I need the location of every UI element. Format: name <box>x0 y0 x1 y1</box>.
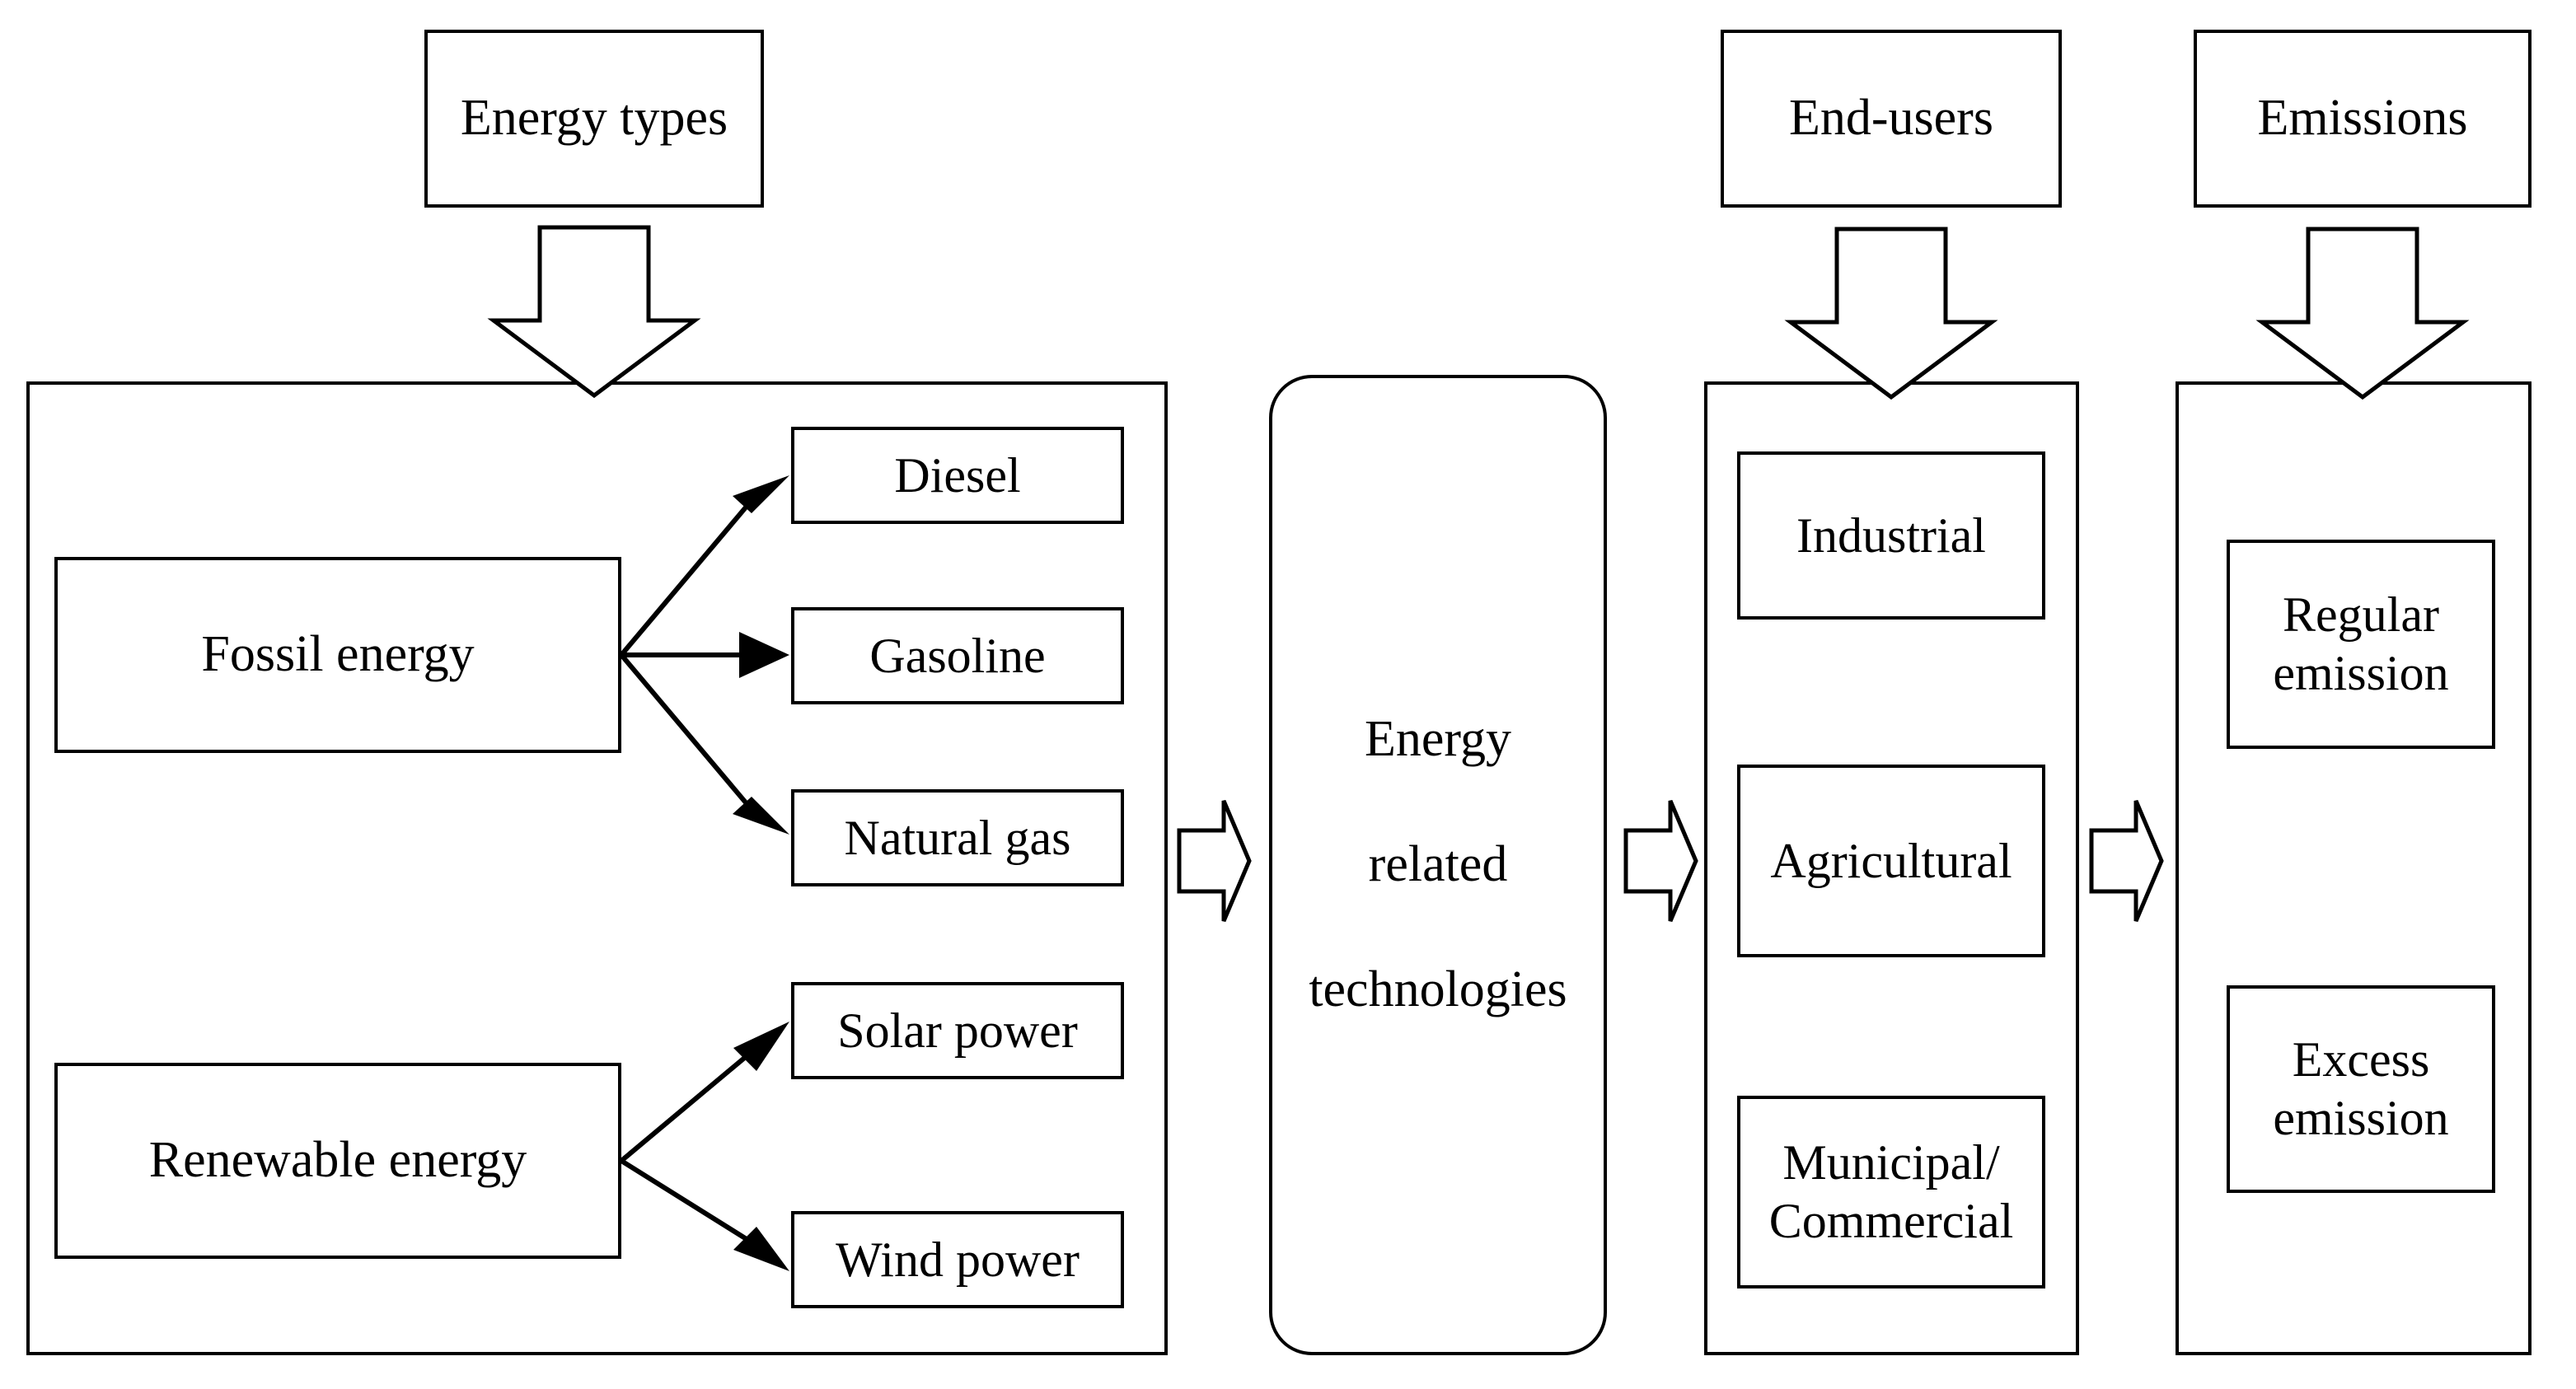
block-arrow-down-end-users-icon <box>1784 227 1998 400</box>
emissions-panel <box>2176 381 2532 1355</box>
end-user-agricultural-label: Agricultural <box>1770 833 2012 888</box>
solar-power-label: Solar power <box>837 1003 1078 1058</box>
end-user-agricultural-box: Agricultural <box>1737 765 2045 957</box>
diesel-box: Diesel <box>791 427 1124 524</box>
regular-emission-line-1: Regular <box>2283 587 2439 643</box>
excess-emission-line-1: Excess <box>2292 1032 2430 1087</box>
block-arrow-down-emissions-icon <box>2255 227 2470 400</box>
natural-gas-box: Natural gas <box>791 789 1124 886</box>
header-box-energy-types: Energy types <box>424 30 764 208</box>
block-arrow-down-energy-types-icon <box>487 225 701 399</box>
fossil-energy-box: Fossil energy <box>54 557 621 753</box>
excess-emission-line-2: emission <box>2273 1091 2449 1145</box>
regular-emission-box: Regular emission <box>2227 540 2495 749</box>
excess-emission-label: Excess emission <box>2273 1031 2448 1148</box>
renewable-energy-label: Renewable energy <box>148 1132 527 1189</box>
technologies-line-1: Energy <box>1365 711 1511 768</box>
energy-related-technologies-panel: Energy related technologies <box>1269 375 1607 1355</box>
fossil-energy-label: Fossil energy <box>201 626 475 683</box>
block-arrow-right-endusers-to-emissions-icon <box>2089 800 2164 922</box>
header-label-emissions: Emissions <box>2257 90 2468 147</box>
natural-gas-label: Natural gas <box>844 810 1071 865</box>
excess-emission-box: Excess emission <box>2227 985 2495 1193</box>
municipal-line-2: Commercial <box>1768 1194 2014 1248</box>
end-user-municipal-commercial-box: Municipal/ Commercial <box>1737 1096 2045 1288</box>
regular-emission-line-2: emission <box>2273 646 2449 700</box>
wind-power-label: Wind power <box>836 1232 1080 1287</box>
header-box-emissions: Emissions <box>2194 30 2532 208</box>
end-user-municipal-commercial-label: Municipal/ Commercial <box>1769 1134 2014 1251</box>
header-box-end-users: End-users <box>1721 30 2062 208</box>
gasoline-box: Gasoline <box>791 607 1124 704</box>
header-label-energy-types: Energy types <box>460 90 728 147</box>
end-user-industrial-box: Industrial <box>1737 451 2045 620</box>
gasoline-label: Gasoline <box>869 628 1046 683</box>
regular-emission-label: Regular emission <box>2273 586 2448 703</box>
block-arrow-right-energy-to-tech-icon <box>1177 800 1252 922</box>
technologies-label: Energy related technologies <box>1309 677 1567 1053</box>
wind-power-box: Wind power <box>791 1211 1124 1308</box>
diesel-label: Diesel <box>894 447 1021 503</box>
technologies-line-2: related <box>1368 836 1508 893</box>
solar-power-box: Solar power <box>791 982 1124 1079</box>
block-arrow-right-tech-to-endusers-icon <box>1623 800 1698 922</box>
renewable-energy-box: Renewable energy <box>54 1063 621 1259</box>
header-label-end-users: End-users <box>1789 90 1993 147</box>
technologies-line-3: technologies <box>1309 961 1567 1017</box>
municipal-line-1: Municipal/ <box>1782 1135 2000 1190</box>
end-user-industrial-label: Industrial <box>1796 507 1986 563</box>
